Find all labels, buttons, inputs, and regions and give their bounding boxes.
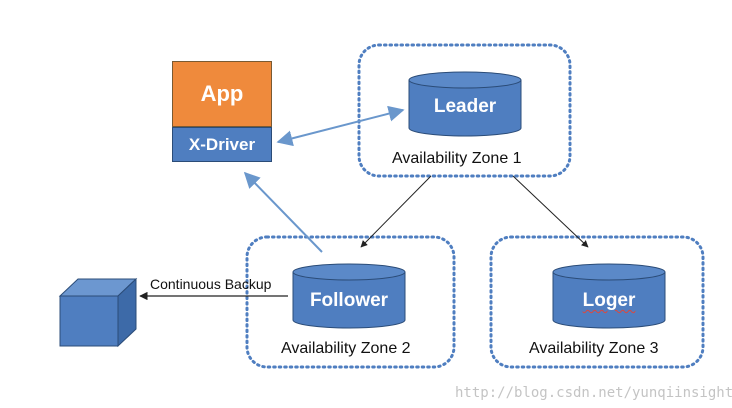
- loger-label-wrap: Loger: [553, 290, 665, 312]
- leader-database-icon: [408, 71, 522, 137]
- app-label: App: [200, 81, 244, 106]
- x-driver-box: X-Driver: [172, 127, 272, 162]
- leader-to-follower-arrow: [360, 175, 432, 248]
- loger-database-icon: [552, 263, 666, 329]
- zone-1-label: Availability Zone 1: [392, 150, 522, 167]
- watermark: http://blog.csdn.net/yunqiinsight: [455, 385, 732, 401]
- zone-3-border: [489, 235, 705, 369]
- zone-2-label: Availability Zone 2: [281, 340, 411, 357]
- app-box: App: [172, 61, 272, 127]
- zone-2-border: [245, 235, 456, 369]
- follower-database-icon: [292, 263, 406, 329]
- x-driver-label: X-Driver: [188, 134, 256, 154]
- loger-label: Loger: [582, 290, 636, 311]
- continuous-backup-label: Continuous Backup: [150, 276, 272, 292]
- leader-to-loger-arrow: [512, 175, 589, 248]
- follower-label: Follower: [309, 290, 389, 311]
- leader-driver-arrow: [276, 105, 405, 147]
- zone-3-label: Availability Zone 3: [529, 340, 659, 357]
- follower-to-driver-arrow: [243, 171, 323, 253]
- backup-storage-cube-icon: [58, 277, 138, 348]
- leader-label: Leader: [433, 96, 497, 117]
